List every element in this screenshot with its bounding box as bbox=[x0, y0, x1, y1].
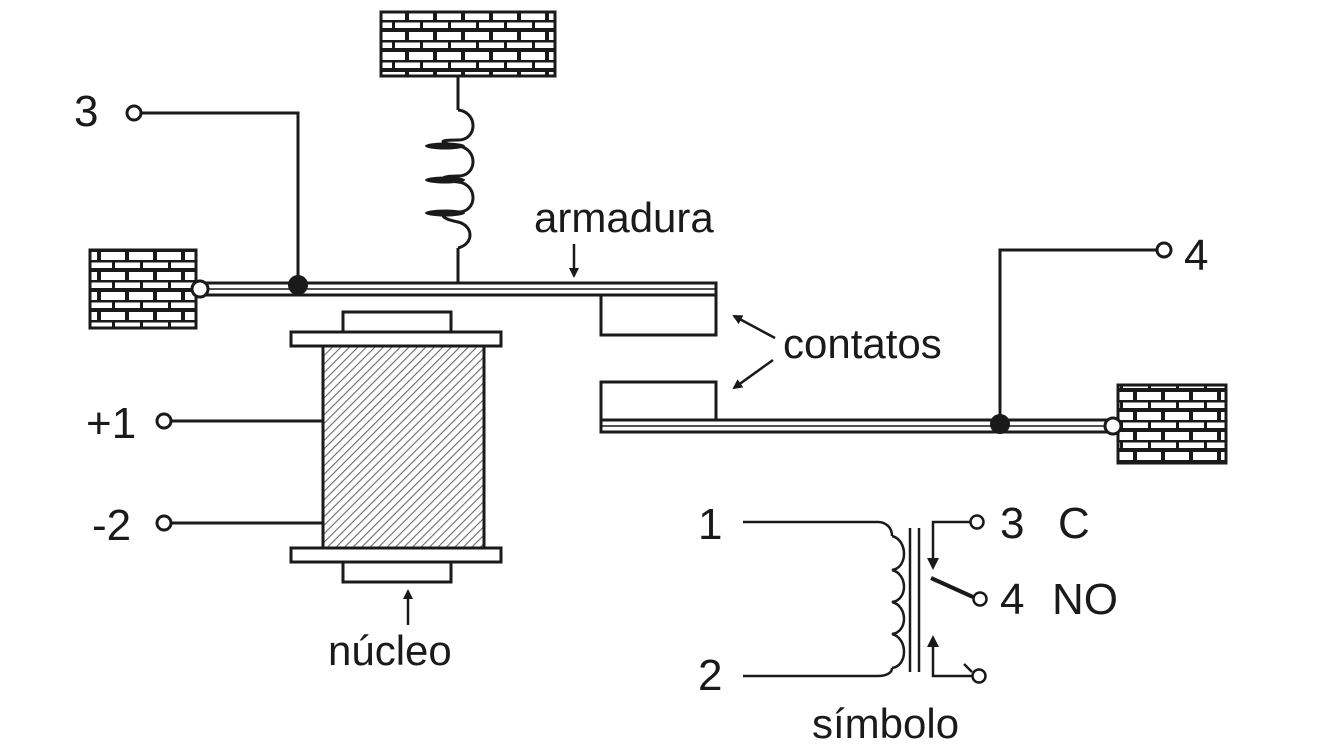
contacts-arrow-upper bbox=[732, 314, 776, 340]
contact-upper bbox=[599, 293, 718, 337]
terminal-4-label: 4 bbox=[1184, 231, 1208, 280]
armature-label: armadura bbox=[534, 194, 714, 241]
contacts-label: contatos bbox=[783, 320, 942, 367]
symbol-no-number: 4 bbox=[1000, 575, 1024, 624]
terminal-plus1-wire bbox=[155, 412, 323, 430]
brick-anchor-left bbox=[88, 248, 198, 330]
brick-anchor-top bbox=[379, 10, 557, 78]
brick-anchor-right bbox=[1116, 383, 1228, 465]
symbol-no-letter: NO bbox=[1052, 575, 1118, 624]
terminal-3-label: 3 bbox=[74, 87, 98, 136]
core-label: núcleo bbox=[328, 627, 452, 674]
return-spring bbox=[425, 76, 475, 283]
terminal-3-wire bbox=[125, 104, 308, 295]
terminal-plus1-label: +1 bbox=[86, 399, 136, 448]
symbol-coil-1-label: 1 bbox=[698, 500, 722, 549]
contact-lower bbox=[599, 380, 718, 424]
coil-assembly bbox=[289, 310, 503, 584]
relay-symbol bbox=[743, 514, 988, 684]
coil-winding bbox=[321, 344, 486, 550]
symbol-label: símbolo bbox=[812, 700, 959, 747]
terminal-4-wire bbox=[990, 241, 1173, 434]
terminal-minus2-wire bbox=[155, 514, 323, 532]
symbol-coil-2-label: 2 bbox=[698, 651, 722, 700]
contacts-arrow-lower bbox=[732, 358, 774, 390]
symbol-common-letter: C bbox=[1058, 499, 1090, 548]
terminal-minus2-label: -2 bbox=[92, 501, 131, 550]
symbol-common-number: 3 bbox=[1000, 499, 1024, 548]
fixed-contact-bar bbox=[599, 416, 1123, 436]
